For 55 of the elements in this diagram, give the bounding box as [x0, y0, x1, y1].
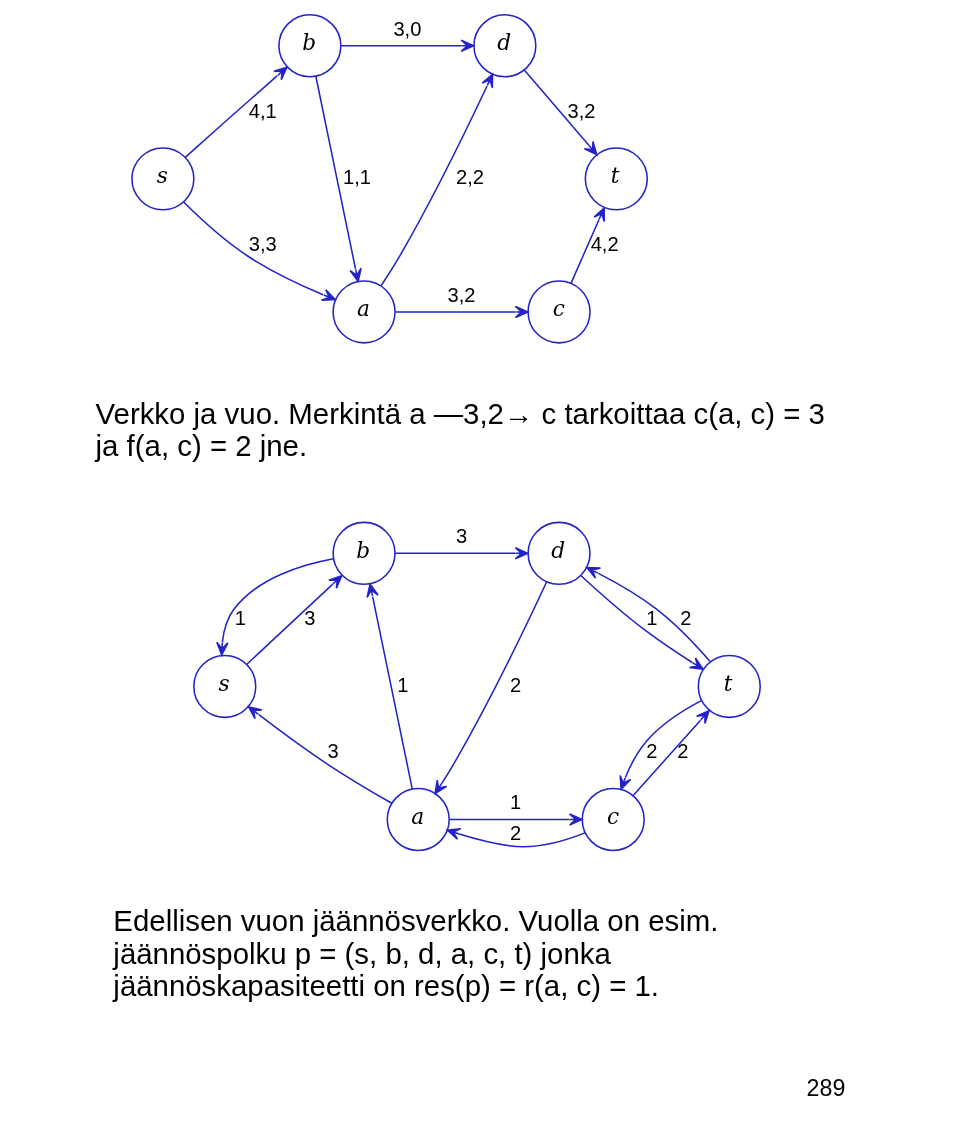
- edge-label: 2: [509, 822, 521, 845]
- arrow: [448, 813, 583, 826]
- node-circle: d: [526, 521, 591, 586]
- edge-label: 3,0: [392, 17, 421, 40]
- arrow: [245, 575, 342, 666]
- arrow: [579, 575, 704, 670]
- arrow: [183, 66, 288, 159]
- node-circle: s: [192, 654, 256, 719]
- arrow: [215, 558, 334, 656]
- arrow: [314, 75, 362, 283]
- edge-label: 1: [234, 607, 246, 630]
- edge-label: 2: [676, 740, 688, 763]
- edge-label: 3,2: [447, 283, 476, 306]
- edge-label: 2: [509, 673, 521, 696]
- edge-label: 1,1: [342, 166, 371, 189]
- edge-label: 2,2: [455, 166, 484, 189]
- edge-label: 2: [679, 607, 692, 630]
- edge-label: 3,3: [248, 232, 277, 255]
- edge-label: 4,2: [590, 232, 619, 255]
- label: Verkko ja vuo. Merkintä a —3,2→ c tarkoittaa c(a, c) = 3 ja f(a, c) = 2 jne.: [95, 396, 825, 463]
- label: Edellisen vuon jäännösverkko. Vuolla on esim. jäännöspolku p = (s, b, d, a, c, t) jonka jäännöskapasiteetti on res(p) = r(a, c) = 1.: [112, 904, 718, 1003]
- arrow: [631, 709, 710, 797]
- node-circle: c: [580, 787, 645, 852]
- arrow: [379, 73, 493, 287]
- arrow: [394, 547, 529, 560]
- edge-label: 1: [396, 673, 408, 696]
- node-circle: t: [697, 654, 761, 719]
- node-circle: s: [130, 147, 195, 211]
- edge-label: 4,1: [248, 99, 277, 122]
- arrow: [523, 69, 597, 156]
- edge-label: 3: [327, 740, 339, 763]
- edge-label: 2: [645, 740, 657, 763]
- arrow: [182, 201, 336, 301]
- arrow: [394, 305, 529, 319]
- edge-label: 3: [455, 525, 467, 548]
- edge-label: 1: [509, 791, 521, 814]
- edge-label: 3: [303, 607, 315, 630]
- node-circle: t: [584, 147, 648, 211]
- arrow: [339, 39, 474, 53]
- label: 289: [806, 1074, 845, 1101]
- edge-label: 3,2: [566, 99, 595, 122]
- arrow: [446, 827, 586, 848]
- arrow: [618, 699, 702, 790]
- node-circle: a: [386, 787, 450, 852]
- node-circle: b: [331, 521, 396, 586]
- arrow: [585, 566, 711, 662]
- node-circle: d: [472, 14, 537, 78]
- arrow: [569, 207, 605, 285]
- node-circle: c: [526, 280, 591, 344]
- arrow: [365, 583, 413, 790]
- arrow: [433, 581, 547, 795]
- node-circle: b: [277, 14, 342, 78]
- edge-label: 1: [645, 607, 657, 630]
- arrow: [247, 706, 393, 805]
- node-circle: a: [331, 280, 396, 344]
